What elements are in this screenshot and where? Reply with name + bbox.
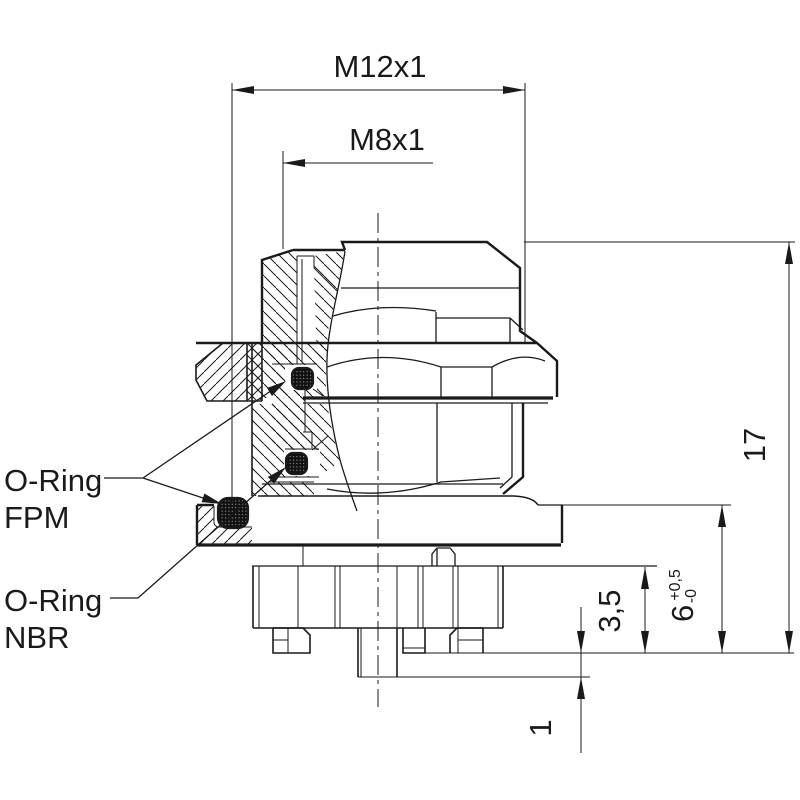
hatch-cross-b <box>247 343 262 400</box>
dim6-arrow-bottom-icon <box>718 631 726 653</box>
o-ring-nbr <box>284 451 309 476</box>
fitting-body <box>195 240 564 547</box>
nbr-label-line2: NBR <box>4 620 69 655</box>
body-outline <box>195 240 564 545</box>
hatch-strip-5 <box>252 482 314 496</box>
flange-detail-lines <box>262 483 562 506</box>
dim6-arrow-top-icon <box>718 505 726 527</box>
dim17-arrow-top-icon <box>785 242 793 264</box>
m12-extension-lines <box>231 83 526 503</box>
hatch-bracket-1 <box>198 506 214 527</box>
dim35-arrow-top-icon <box>641 567 649 589</box>
dim35-text: 3,5 <box>592 589 627 632</box>
m8-arrow-icon <box>283 159 305 167</box>
hatch-strip-2 <box>272 390 305 432</box>
fpm-label-line1: O-Ring <box>4 463 102 498</box>
callout-leaders: O-Ring FPM O-Ring NBR <box>4 381 286 655</box>
dim6-value: 6 <box>665 605 700 622</box>
section-break-curve <box>326 250 358 512</box>
dim6-text: 6 +0,5-0 <box>665 569 700 622</box>
dim35-arrow-bottom-icon <box>641 631 649 653</box>
fpm-label-line2: FPM <box>4 500 69 535</box>
dimension-17: 17 <box>524 241 795 653</box>
spring-tab <box>431 547 456 566</box>
center-stem <box>357 628 398 677</box>
o-ring-fpm-top <box>290 366 315 391</box>
thread-detail-lines <box>332 287 524 342</box>
hatch-strip-4 <box>252 477 268 482</box>
left-foot <box>272 627 311 654</box>
dim6-tol-plus: +0,5 <box>667 569 684 601</box>
dim1-text: 1 <box>523 719 558 736</box>
m12-arrow-left-icon <box>232 86 254 94</box>
left-foot-detail <box>273 628 289 653</box>
fpm-arrow-top-icon <box>267 381 286 396</box>
right-foot-a <box>402 628 426 654</box>
right-foot-b <box>449 627 484 653</box>
fpm-leader-lines <box>104 385 279 502</box>
hatch-strip-3 <box>272 432 312 449</box>
dim17-arrow-bottom-icon <box>785 631 793 653</box>
washer-block-outline <box>195 342 263 496</box>
fpm-arrow-bottom-icon <box>201 493 222 504</box>
dim17-text: 17 <box>737 428 772 462</box>
section-detail-lines <box>213 255 338 528</box>
hatch-upper-right-wall <box>314 251 345 364</box>
dim1-arrow-top-icon <box>577 631 585 653</box>
hatch-upper-wall <box>262 251 297 364</box>
hatch-washer-block <box>196 343 247 401</box>
hex-detail-lines <box>303 356 548 494</box>
nbr-arrow-icon <box>268 467 286 484</box>
ribbed-block-ribs <box>258 566 499 628</box>
dim1-arrow-bottom-icon <box>577 677 585 699</box>
flange-lip-line <box>258 495 539 506</box>
nbr-label-line1: O-Ring <box>4 583 102 618</box>
m12-arrow-right-icon <box>503 86 525 94</box>
m8-text: M8x1 <box>349 122 425 157</box>
nbr-leader-lines <box>110 473 279 599</box>
dimension-6: 6 +0,5-0 <box>562 504 731 653</box>
dimension-m12: M12x1 <box>231 49 526 503</box>
dimension-3-5: 3,5 <box>503 565 657 653</box>
dim6-tol-minus: -0 <box>683 589 700 603</box>
dimension-1: 1 <box>273 607 794 753</box>
m12-text: M12x1 <box>333 49 426 84</box>
dimension-m8: M8x1 <box>282 122 433 249</box>
hatch-bracket-2 <box>198 527 252 544</box>
right-foot-b-detail <box>457 628 483 653</box>
